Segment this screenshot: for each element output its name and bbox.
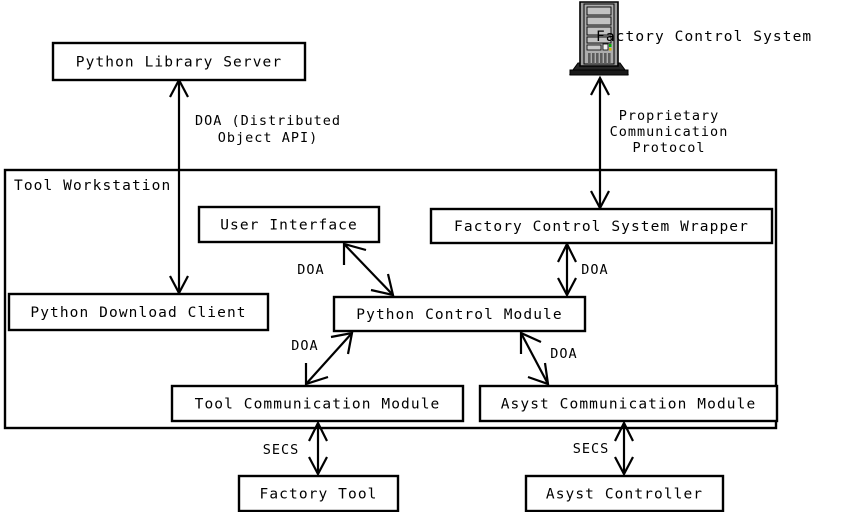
edge-label-doa-distributed-line2: Object API) <box>218 130 318 146</box>
connection-asyst-comm-to-asyst-controller: SECS <box>573 420 634 477</box>
node-factory-tool-label: Factory Tool <box>260 487 378 503</box>
edge-label-secs-factory-tool: SECS <box>263 442 300 458</box>
edge-label-secs-asyst-controller: SECS <box>573 441 610 457</box>
edge-label-proprietary-line2: Communication <box>610 124 729 140</box>
node-tool-communication-module-label: Tool Communication Module <box>195 397 441 413</box>
arrowhead-downleft <box>304 363 329 386</box>
arrowhead-up <box>590 75 610 96</box>
arrowhead-up <box>614 420 634 442</box>
container-tool-workstation-label: Tool Workstation <box>14 178 171 194</box>
connection-factory-control-system-to-wrapper: Proprietary Communication Protocol <box>590 75 729 211</box>
connection-control-module-to-asyst-comm: DOA <box>519 331 577 386</box>
node-factory-tool[interactable]: Factory Tool <box>237 474 400 512</box>
node-python-download-client[interactable]: Python Download Client <box>7 292 270 332</box>
edge-label-doa-distributed-line1: DOA (Distributed <box>195 113 341 129</box>
edge-label-doa-tool-comm: DOA <box>291 338 318 354</box>
node-user-interface-label: User Interface <box>220 218 358 234</box>
arrowhead-upleft <box>342 242 367 265</box>
connection-library-server-to-download-client: DOA (Distributed Object API) <box>169 77 341 296</box>
arrowhead-down <box>308 456 328 477</box>
arrowhead-upright <box>330 331 354 355</box>
node-asyst-communication-module-label: Asyst Communication Module <box>501 397 757 413</box>
arrowhead-down <box>557 277 577 298</box>
connection-tool-comm-to-factory-tool: SECS <box>263 420 328 477</box>
arrowhead-upleft <box>519 331 542 354</box>
node-user-interface[interactable]: User Interface <box>197 205 381 244</box>
arrowhead-up <box>308 420 328 442</box>
node-python-library-server-label: Python Library Server <box>76 55 282 71</box>
server-tower-icon <box>569 1 629 76</box>
edge-label-proprietary-line3: Protocol <box>632 140 705 156</box>
arrowhead-downright <box>527 362 550 386</box>
connection-wrapper-to-control-module: DOA <box>557 241 608 298</box>
node-factory-control-system-wrapper[interactable]: Factory Control System Wrapper <box>429 207 774 245</box>
arrowhead-down <box>614 456 634 477</box>
node-python-library-server[interactable]: Python Library Server <box>51 41 307 82</box>
arrowhead-downright <box>370 273 395 297</box>
node-python-control-module-label: Python Control Module <box>356 307 562 323</box>
node-asyst-communication-module[interactable]: Asyst Communication Module <box>478 384 779 423</box>
container-tool-workstation <box>3 168 778 430</box>
edge-label-doa-asyst-comm: DOA <box>550 346 577 362</box>
edge-label-proprietary-line1: Proprietary <box>619 108 719 124</box>
edge-label-doa-ui: DOA <box>297 262 324 278</box>
node-factory-control-system-label: Factory Control System <box>596 29 812 45</box>
node-tool-communication-module[interactable]: Tool Communication Module <box>170 384 465 423</box>
node-python-control-module[interactable]: Python Control Module <box>332 295 587 333</box>
node-factory-control-system-wrapper-label: Factory Control System Wrapper <box>454 219 749 235</box>
connection-control-module-to-tool-comm: DOA <box>291 331 354 386</box>
node-python-download-client-label: Python Download Client <box>30 305 246 321</box>
node-asyst-controller[interactable]: Asyst Controller <box>524 474 725 512</box>
node-asyst-controller-label: Asyst Controller <box>546 487 703 503</box>
connection-user-interface-to-control-module: DOA <box>297 242 395 297</box>
edge-label-doa-wrapper: DOA <box>581 262 608 278</box>
